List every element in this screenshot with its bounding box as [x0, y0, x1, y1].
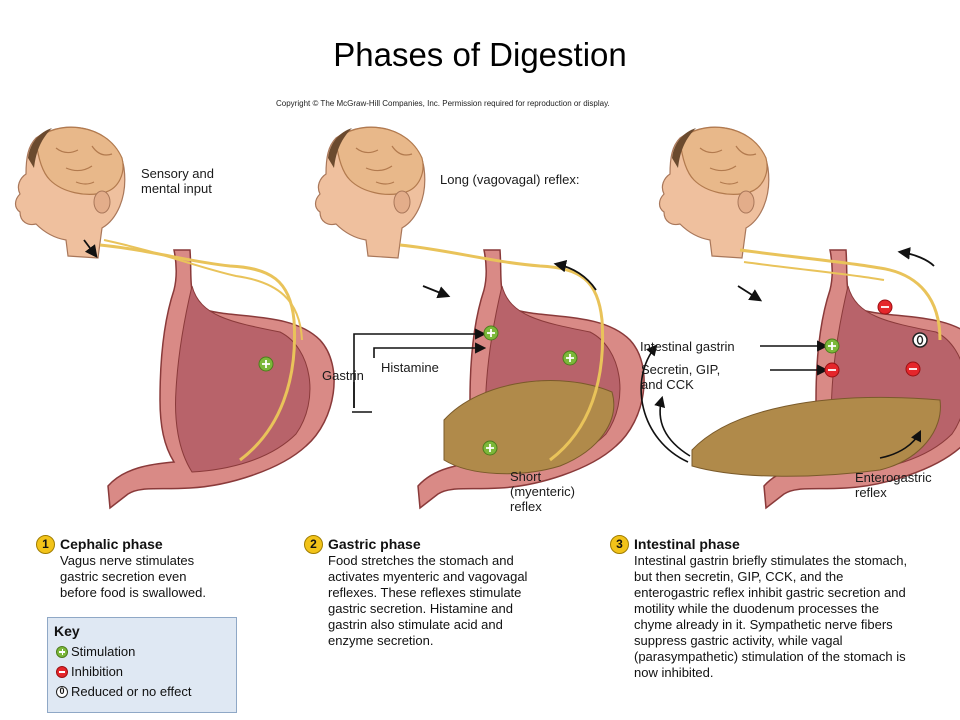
gastric-panel-art [314, 126, 645, 509]
phase-number: 1 [36, 535, 55, 554]
key-inhibition: Inhibition [56, 664, 123, 679]
histamine-label: Histamine [381, 360, 439, 375]
secretin-label: Secretin, GIP,and CCK [641, 362, 721, 392]
page-title: Phases of Digestion [333, 36, 627, 73]
stimulation-icon [483, 325, 499, 341]
inhibition-icon [56, 665, 68, 678]
phase-title: Cephalic phase [60, 536, 163, 552]
stimulation-icon [482, 440, 498, 456]
gastrin-label: Gastrin [322, 368, 364, 383]
key-stimulation: Stimulation [56, 644, 135, 659]
phase-title: Intestinal phase [634, 536, 740, 552]
phase-description: Intestinal gastrin briefly stimulates th… [634, 553, 908, 680]
inhibition-icon [877, 299, 893, 315]
inhibition-icon [824, 362, 840, 378]
stimulation-icon [56, 645, 68, 658]
stimulation-icon [824, 338, 840, 354]
stimulation-icon [258, 356, 274, 372]
key-reduced: 0 Reduced or no effect [56, 684, 191, 699]
phase-number: 2 [304, 535, 323, 554]
reduced-effect-icon: 0 [56, 685, 68, 698]
phase-number: 3 [610, 535, 629, 554]
key-title: Key [54, 623, 80, 639]
phase-title: Gastric phase [328, 536, 421, 552]
legend-key: Key Stimulation Inhibition 0 Reduced or … [47, 617, 237, 713]
stimulation-icon [562, 350, 578, 366]
cephalic-panel-art [14, 126, 335, 509]
intestinal-panel-art [640, 126, 960, 509]
intestinal-gastrin-label: Intestinal gastrin [640, 339, 735, 354]
copyright-notice: Copyright © The McGraw-Hill Companies, I… [276, 99, 610, 108]
short-reflex-label: Short(myenteric)reflex [510, 469, 576, 514]
reduced-effect-icon [912, 332, 928, 348]
long-reflex-label: Long (vagovagal) reflex: [440, 172, 580, 187]
inhibition-icon [905, 361, 921, 377]
